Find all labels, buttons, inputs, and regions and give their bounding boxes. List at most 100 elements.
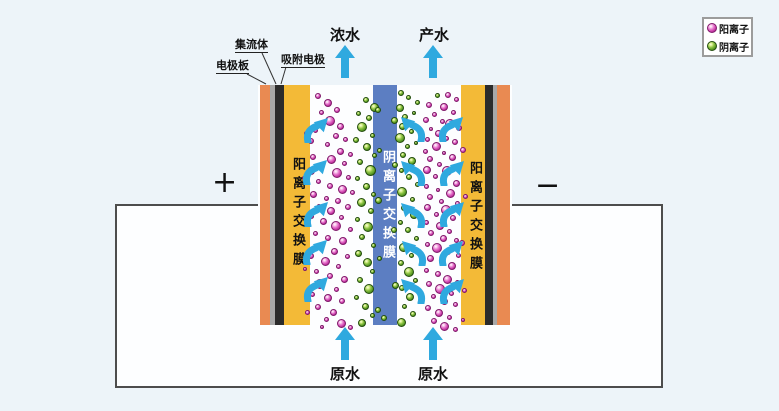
cation-ion [435, 309, 443, 317]
anion-ion [357, 277, 363, 283]
cation-ion [450, 215, 456, 221]
legend: 阳离子 阴离子 [702, 17, 753, 57]
collector-label: 集流体 [235, 38, 268, 53]
cation-ion [315, 178, 321, 184]
center-membrane-label: 阴离子交换膜 [380, 150, 395, 264]
cation-membrane-right [461, 85, 485, 325]
adsorption-electrode-label: 吸附电极 [281, 53, 325, 68]
cation-ion [327, 207, 335, 215]
cation-ion [326, 154, 336, 164]
anion-ion [392, 162, 398, 168]
anion-ion [370, 242, 376, 248]
cation-ion [431, 318, 437, 324]
cation-ion [323, 195, 329, 201]
cation-ion [313, 268, 319, 274]
legend-item-anion: 阴离子 [707, 39, 751, 54]
cation-ion [442, 274, 452, 284]
anion-ion [406, 174, 412, 180]
cation-ion [448, 262, 456, 270]
anion-ion [412, 277, 418, 283]
anion-ion [408, 252, 414, 258]
ion-migration-arrow-nw [399, 277, 426, 304]
cation-ion [427, 194, 433, 200]
cation-ion [330, 247, 338, 255]
electrode-plate-left [260, 85, 270, 325]
anion-ion [369, 132, 375, 138]
cation-ion [345, 174, 351, 180]
cation-ion [439, 118, 445, 124]
cation-ion [432, 243, 442, 253]
ion-migration-arrow-ne [303, 200, 330, 227]
ion-migration-arrow-ne [303, 116, 330, 143]
cation-ion [452, 179, 460, 187]
anion-ion [371, 152, 377, 158]
collector-right [493, 85, 497, 325]
anion-ion [363, 143, 371, 151]
cation-ion [312, 230, 318, 236]
legend-item-cation: 阳离子 [707, 21, 751, 36]
anion-ion [397, 187, 407, 197]
raw-water-left-label: 原水 [330, 365, 361, 383]
cation-ion [347, 151, 353, 157]
cation-ion [438, 198, 444, 204]
anion-ion [354, 175, 360, 181]
anion-ion [369, 268, 375, 274]
cation-ion [448, 153, 456, 161]
cation-ion [431, 141, 441, 151]
ion-migration-arrow-nw [399, 115, 426, 142]
ion-migration-arrow-ne [438, 239, 465, 266]
cation-ion [344, 253, 350, 259]
cation-ion [427, 156, 433, 162]
collector-left [270, 85, 275, 325]
flow-up-arrow [334, 327, 356, 360]
anion-ion [376, 147, 382, 153]
cation-ion [436, 161, 442, 167]
anion-ion [401, 303, 407, 309]
anion-ion [398, 167, 404, 173]
cation-ion [341, 160, 347, 166]
ion-migration-arrow-ne [439, 200, 466, 227]
cation-ion [433, 211, 439, 217]
anion-ion [410, 311, 416, 317]
cation-ion [431, 111, 437, 117]
concentrate-water-label: 浓水 [330, 26, 361, 44]
cation-ion [435, 271, 441, 277]
legend-cation-label: 阳离子 [719, 24, 749, 36]
product-water-label: 产水 [419, 26, 450, 44]
anion-ion [354, 249, 362, 257]
cation-ion [303, 267, 307, 271]
anion-ion [369, 312, 375, 318]
anion-ion [391, 281, 399, 289]
right-membrane-label: 阳离子交换膜 [467, 161, 482, 275]
anion-ion [363, 222, 373, 232]
cation-ion [442, 151, 446, 155]
ion-migration-arrow-ne [302, 238, 329, 265]
legend-anion-label: 阴离子 [719, 42, 749, 54]
cation-ion [452, 326, 458, 332]
cation-ion [426, 102, 432, 108]
anion-ion [413, 235, 419, 241]
cation-ion [423, 267, 429, 273]
cation-ion [432, 173, 438, 179]
cation-ion [452, 301, 458, 307]
cation-ion [309, 190, 317, 198]
cation-ion [319, 217, 327, 225]
anion-ion [390, 116, 398, 124]
cation-icon [707, 23, 717, 33]
electrode-plate-right [497, 85, 510, 325]
anion-ion [358, 319, 366, 327]
cation-ion [349, 189, 355, 195]
anion-ion [405, 94, 411, 100]
cation-ion [333, 286, 339, 292]
cation-ion [445, 92, 451, 98]
ion-migration-arrow-ne [438, 115, 465, 142]
cation-ion [333, 133, 339, 139]
anion-ion [353, 294, 359, 300]
cation-ion [329, 308, 337, 316]
cation-ion [347, 324, 353, 330]
cation-ion [336, 122, 344, 130]
cation-ion [439, 234, 447, 242]
